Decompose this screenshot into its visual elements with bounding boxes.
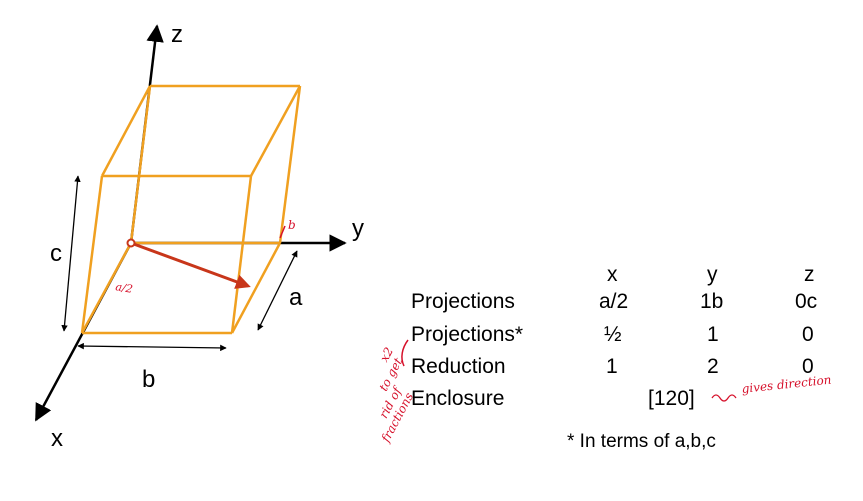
box-edge	[80, 242, 133, 334]
cell-reduction-y: 2	[707, 355, 719, 378]
box-edge	[278, 85, 302, 244]
c-dimension-label: c	[50, 240, 62, 267]
direction-vector	[130, 241, 251, 289]
x-axis-label: x	[51, 425, 63, 452]
z-axis-label: z	[171, 21, 183, 48]
enclosure-value: [120]	[648, 387, 695, 410]
tick-mark	[279, 225, 286, 239]
y-axis-label: y	[352, 215, 364, 242]
dimension-markers	[61, 175, 298, 352]
row-label-projections-star: Projections*	[411, 323, 524, 346]
box-edge	[249, 85, 302, 177]
cell-projections-star-x: ½	[604, 323, 622, 346]
origin-point	[126, 238, 136, 248]
a-dimension-arrow	[257, 250, 298, 331]
a-dimension-label: a	[289, 284, 303, 311]
row-label-reduction: Reduction	[411, 355, 506, 378]
box-edge	[100, 85, 152, 177]
col-header-x: x	[607, 263, 618, 286]
cell-projections-y: 1b	[700, 290, 724, 313]
handwritten-arrow	[401, 339, 409, 367]
row-label-projections: Projections	[411, 290, 515, 313]
col-header-y: y	[707, 263, 718, 286]
c-dimension-arrow	[61, 175, 81, 332]
handwritten-a-half: a/2	[114, 280, 133, 296]
row-label-enclosure: Enclosure	[411, 387, 505, 410]
handwritten-squiggle	[711, 394, 737, 402]
unit-cell-box	[80, 84, 302, 335]
box-edge	[129, 85, 152, 244]
b-dimension-label: b	[142, 366, 155, 393]
cell-projections-star-z: 0	[802, 323, 814, 346]
cell-projections-z: 0c	[795, 290, 818, 313]
cell-projections-star-y: 1	[707, 323, 719, 346]
b-dimension-arrow	[77, 342, 227, 352]
handwritten-b: b	[288, 218, 296, 232]
cell-projections-x: a/2	[599, 290, 629, 313]
cell-reduction-z: 0	[802, 355, 814, 378]
cell-reduction-x: 1	[606, 355, 618, 378]
box-edge	[230, 175, 253, 334]
footnote: * In terms of a,b,c	[567, 431, 716, 452]
box-edge	[80, 175, 104, 334]
col-header-z: z	[804, 263, 815, 286]
